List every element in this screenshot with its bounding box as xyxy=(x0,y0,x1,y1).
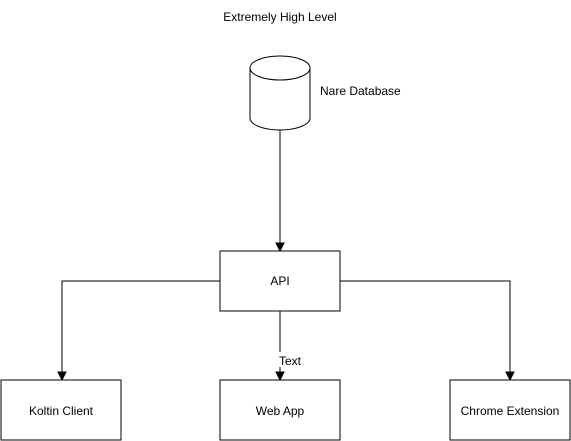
web-app-box xyxy=(219,379,341,441)
database-node[interactable]: Nare Database xyxy=(249,55,401,131)
kotlin-client-node[interactable]: Koltin Client xyxy=(0,379,122,441)
api-node[interactable]: API xyxy=(219,250,341,312)
kotlin-client-box xyxy=(0,379,122,441)
database-cylinder-icon xyxy=(249,55,311,131)
edge-api-to-web-app: Text xyxy=(275,311,302,382)
diagram-title: Extremely High Level xyxy=(223,10,336,24)
kotlin-client-label: Koltin Client xyxy=(29,404,94,418)
api-label: API xyxy=(270,274,289,288)
web-app-node[interactable]: Web App xyxy=(219,379,341,441)
edge-label-text: Text xyxy=(279,354,302,368)
web-app-label: Web App xyxy=(256,404,305,418)
edge-api-to-kotlin-client xyxy=(57,280,220,382)
chrome-extension-node[interactable]: Chrome Extension xyxy=(449,379,571,441)
chrome-extension-label: Chrome Extension xyxy=(461,404,560,418)
edge-api-to-chrome-extension xyxy=(340,280,515,382)
edge-database-to-api xyxy=(275,130,285,253)
chrome-extension-box xyxy=(449,379,571,441)
database-label: Nare Database xyxy=(320,84,401,98)
